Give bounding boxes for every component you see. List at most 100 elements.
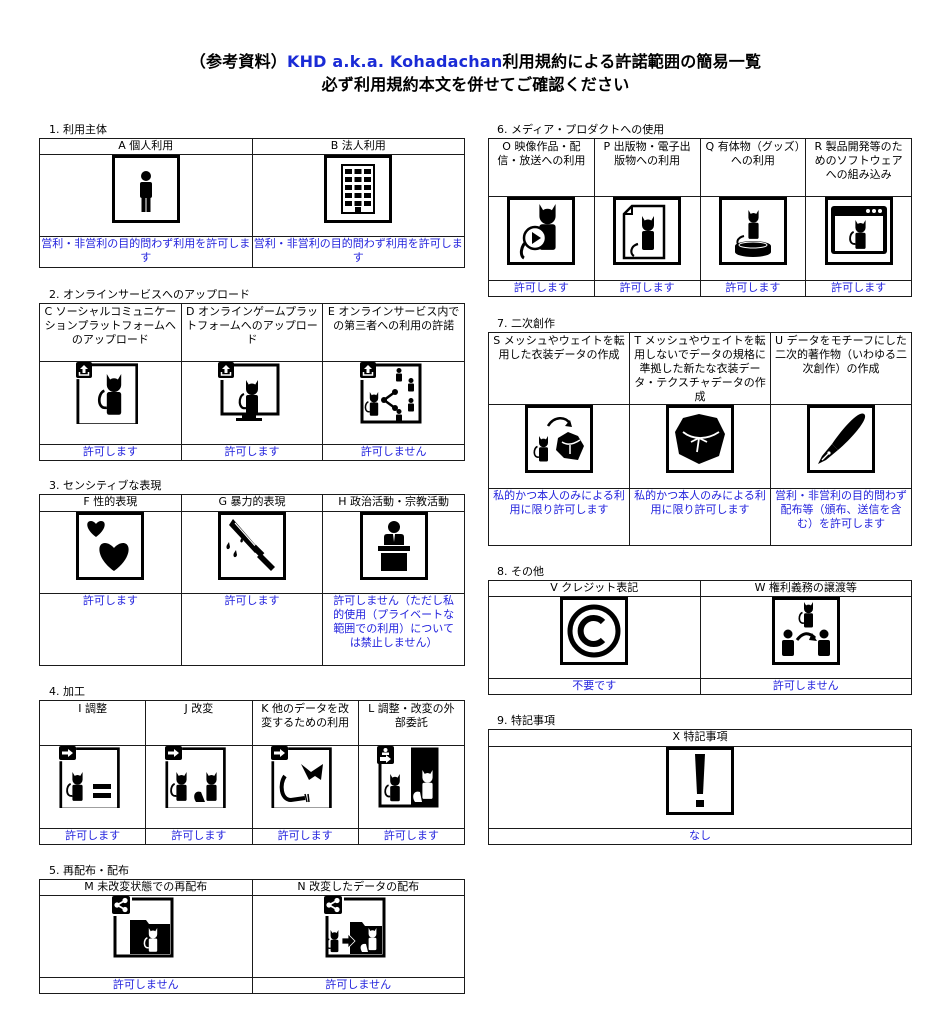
item-header-b: B 法人利用 [251, 138, 465, 155]
item-icon-cell-t [629, 404, 771, 489]
upload-game-icon [217, 362, 286, 430]
section-label-special-notes: 9. 特記事項 [497, 714, 555, 727]
item-icon-cell-f [39, 511, 182, 594]
item-permission-j: 許可します [145, 828, 253, 845]
item-icon-cell-x [488, 746, 912, 829]
item-permission-w: 許可しません [699, 678, 912, 695]
item-permission-m: 許可しません [39, 977, 253, 994]
item-icon-cell-n [251, 895, 465, 978]
document-subtitle: 必ず利用規約本文を併せてご確認ください [321, 75, 630, 94]
item-permission-e: 許可しません [322, 444, 465, 461]
section-table-other: V クレジット表記 W 権利義務の譲渡等 不要です 許可しません [488, 580, 912, 695]
item-header-q: Q 有体物（グッズ）への利用 [699, 138, 807, 197]
item-permission-o: 許可します [488, 280, 595, 297]
costume-convert-icon [525, 405, 593, 473]
outsource-icon [377, 746, 446, 814]
title-suffix: 利用規約による許諾範囲の簡易一覧 [502, 52, 762, 71]
item-icon-cell-o [488, 196, 595, 281]
item-icon-cell-p [593, 196, 701, 281]
building-icon [324, 155, 393, 223]
costume-icon [666, 405, 734, 473]
item-permission-c: 許可します [39, 444, 182, 461]
podium-icon [359, 512, 428, 580]
item-icon-cell-e [322, 361, 465, 445]
item-permission-s: 私的かつ本人のみによる利用に限り許可します [488, 488, 630, 546]
item-permission-p: 許可します [593, 280, 701, 297]
item-header-d: D オンラインゲームプラットフォームへのアップロード [180, 303, 324, 362]
item-header-r: R 製品開発等のためのソフトウェアへの組み込み [805, 138, 912, 197]
item-icon-cell-i [38, 745, 147, 829]
item-header-x: X 特記事項 [488, 729, 912, 747]
item-permission-t: 私的かつ本人のみによる利用に限り許可します [629, 488, 771, 546]
item-icon-cell-s [488, 404, 630, 489]
item-header-j: J 改変 [145, 700, 253, 746]
item-icon-cell-w [699, 596, 912, 679]
item-icon-cell-g [180, 511, 324, 594]
item-permission-u: 営利・非営利の目的問わず配布等（頒布、送信を含む）を許可します [770, 488, 912, 546]
title-prefix: （参考資料） [189, 52, 287, 71]
figure-icon [718, 197, 787, 265]
document-icon [613, 197, 682, 265]
item-permission-x: なし [488, 828, 912, 845]
item-header-s: S メッシュやウェイトを転用した衣装データの作成 [488, 332, 630, 405]
section-table-media-product: O 映像作品・配信・放送への利用 P 出版物・電子出版物への利用 Q 有体物（グ… [488, 138, 912, 297]
redistribute-icon [111, 896, 180, 964]
item-permission-v: 不要です [488, 678, 701, 695]
pen-icon [807, 405, 875, 473]
item-header-n: N 改変したデータの配布 [251, 879, 465, 896]
section-label-online-upload: 2. オンラインサービスへのアップロード [49, 288, 250, 301]
distribute-modified-icon [324, 896, 393, 964]
section-label-derivative: 7. 二次創作 [497, 317, 555, 330]
item-header-g: G 暴力的表現 [180, 494, 324, 512]
item-header-m: M 未改変状態での再配布 [39, 879, 253, 896]
section-label-distribution: 5. 再配布・配布 [49, 864, 129, 877]
item-header-h: H 政治活動・宗教活動 [322, 494, 465, 512]
item-permission-d: 許可します [180, 444, 324, 461]
item-permission-a: 営利・非営利の目的問わず利用を許可します [39, 236, 253, 268]
item-permission-f: 許可します [39, 593, 182, 666]
section-table-online-upload: C ソーシャルコミュニケーションプラットフォームへのアップロード D オンライン… [39, 303, 465, 461]
item-permission-n: 許可しません [251, 977, 465, 994]
item-permission-h: 許可しません（ただし私的使用（プライベートな範囲での利用）については禁止しません… [322, 593, 465, 666]
item-header-c: C ソーシャルコミュニケーションプラットフォームへのアップロード [39, 303, 182, 362]
title-brand: KHD a.k.a. Kohadachan [286, 52, 503, 71]
adjust-icon [58, 746, 127, 814]
item-permission-q: 許可します [699, 280, 807, 297]
item-icon-cell-r [805, 196, 912, 281]
transfer-icon [771, 597, 840, 665]
section-label-other: 8. その他 [497, 565, 544, 578]
item-icon-cell-l [357, 745, 466, 829]
knife-icon [217, 512, 286, 580]
section-table-usage-subject: A 個人利用 B 法人利用 [39, 138, 465, 268]
upload-sns-icon [76, 362, 145, 430]
item-permission-b: 営利・非営利の目的問わず利用を許可します [251, 236, 465, 268]
exclamation-icon [666, 747, 734, 815]
document-title: （参考資料）KHD a.k.a. Kohadachan利用規約による許諾範囲の簡… [0, 48, 951, 72]
video-icon [507, 197, 576, 265]
section-label-sensitive: 3. センシティブな表現 [49, 479, 162, 492]
software-icon [824, 197, 893, 265]
item-permission-k: 許可します [251, 828, 359, 845]
item-icon-cell-u [770, 404, 912, 489]
item-header-l: L 調整・改変の外部委託 [357, 700, 466, 746]
item-header-i: I 調整 [38, 700, 147, 746]
modify-icon [164, 746, 233, 814]
item-icon-cell-h [322, 511, 465, 594]
item-header-o: O 映像作品・配信・放送への利用 [488, 138, 595, 197]
item-icon-cell-j [145, 745, 253, 829]
item-header-u: U データをモチーフにした二次的著作物（いわゆる二次創作）の作成 [770, 332, 912, 405]
copyright-icon [560, 597, 629, 665]
item-permission-g: 許可します [180, 593, 324, 666]
item-icon-cell-a [39, 154, 253, 237]
upload-share-icon [359, 362, 428, 430]
section-label-processing: 4. 加工 [49, 685, 85, 698]
section-table-derivative: S メッシュやウェイトを転用した衣装データの作成 T メッシュやウェイトを転用し… [488, 332, 912, 546]
item-icon-cell-v [488, 596, 701, 679]
item-header-f: F 性的表現 [39, 494, 182, 512]
item-header-p: P 出版物・電子出版物への利用 [593, 138, 701, 197]
item-header-a: A 個人利用 [39, 138, 253, 155]
item-permission-r: 許可します [805, 280, 912, 297]
item-icon-cell-m [39, 895, 253, 978]
item-header-w: W 権利義務の譲渡等 [699, 580, 912, 597]
item-permission-i: 許可します [38, 828, 147, 845]
